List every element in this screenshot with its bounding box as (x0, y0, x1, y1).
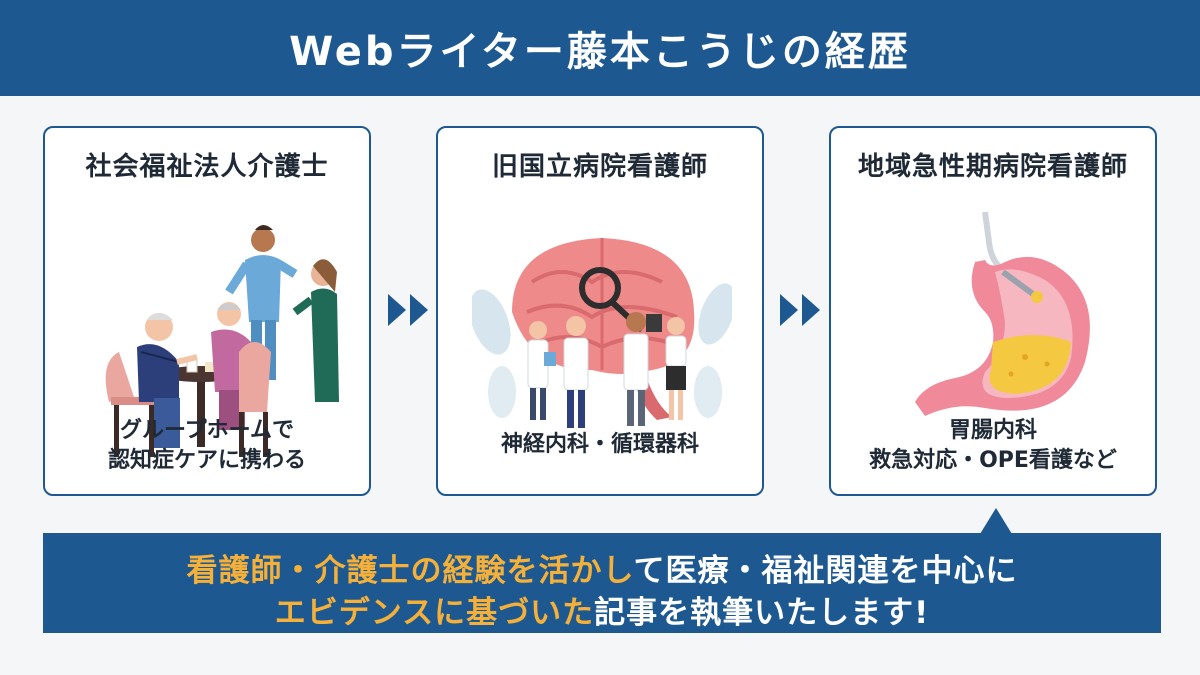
summary-banner: 看護師・介護士の経験を活かして医療・福祉関連を中心に エビデンスに基づいた記事を… (43, 533, 1161, 633)
stomach-illustration (915, 211, 1090, 416)
card-description: 神経内科・循環器科 (500, 432, 699, 457)
card-description: グループホームで 認知症ケアに携わる (107, 418, 306, 473)
card-title: 旧国立病院看護師 (491, 152, 708, 182)
double-chevron-right-icon (780, 294, 820, 326)
banner-pointer (980, 508, 1012, 534)
career-card-national-hospital: 旧国立病院看護師 (436, 126, 764, 496)
caregivers-illustration (105, 225, 339, 457)
card-title: 地域急性期病院看護師 (857, 152, 1128, 182)
header-bar: Webライター藤本こうじの経歴 (0, 0, 1200, 96)
career-card-caregiver: 社会福祉法人介護士 (43, 126, 371, 496)
brain-doctors-illustration (472, 238, 732, 428)
page-title: Webライター藤本こうじの経歴 (289, 29, 911, 75)
banner-line-2: エビデンスに基づいた記事を執筆いたします! (274, 595, 930, 631)
career-card-acute-hospital: 地域急性期病院看護師 胃腸内科 救急対応・OPE看護など (829, 126, 1157, 496)
double-chevron-right-icon (388, 294, 428, 326)
banner-line-1: 看護師・介護士の経験を活かして医療・福祉関連を中心に (186, 553, 1018, 589)
card-title: 社会福祉法人介護士 (85, 152, 329, 182)
card-description: 胃腸内科 救急対応・OPE看護など (869, 418, 1117, 473)
